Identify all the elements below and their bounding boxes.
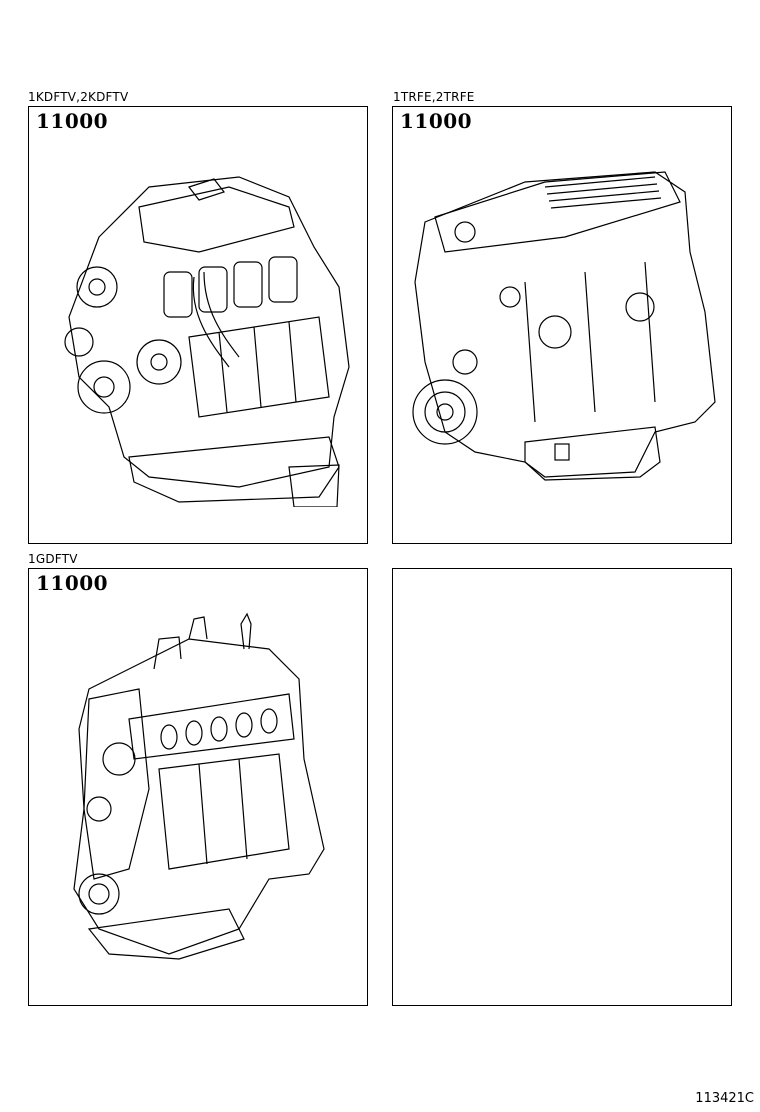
panel-empty (392, 568, 732, 1006)
panel-kd-engine[interactable]: 11000 (28, 106, 368, 544)
panel-gd-engine[interactable]: 11000 (28, 568, 368, 1006)
panel-caption-tr: 1TRFE,2TRFE (393, 90, 475, 104)
panel-caption-kd: 1KDFTV,2KDFTV (28, 90, 129, 104)
figure-id: 113421C (695, 1091, 754, 1106)
part-number-gd: 11000 (36, 571, 109, 595)
panel-caption-gd: 1GDFTV (28, 552, 78, 566)
part-number-tr: 11000 (400, 109, 473, 133)
engine-diesel-gd-icon (69, 609, 329, 969)
engine-diesel-kd-icon (39, 167, 359, 507)
engine-gasoline-tr-icon (405, 162, 725, 492)
panel-tr-engine[interactable]: 11000 (392, 106, 732, 544)
part-number-kd: 11000 (36, 109, 109, 133)
